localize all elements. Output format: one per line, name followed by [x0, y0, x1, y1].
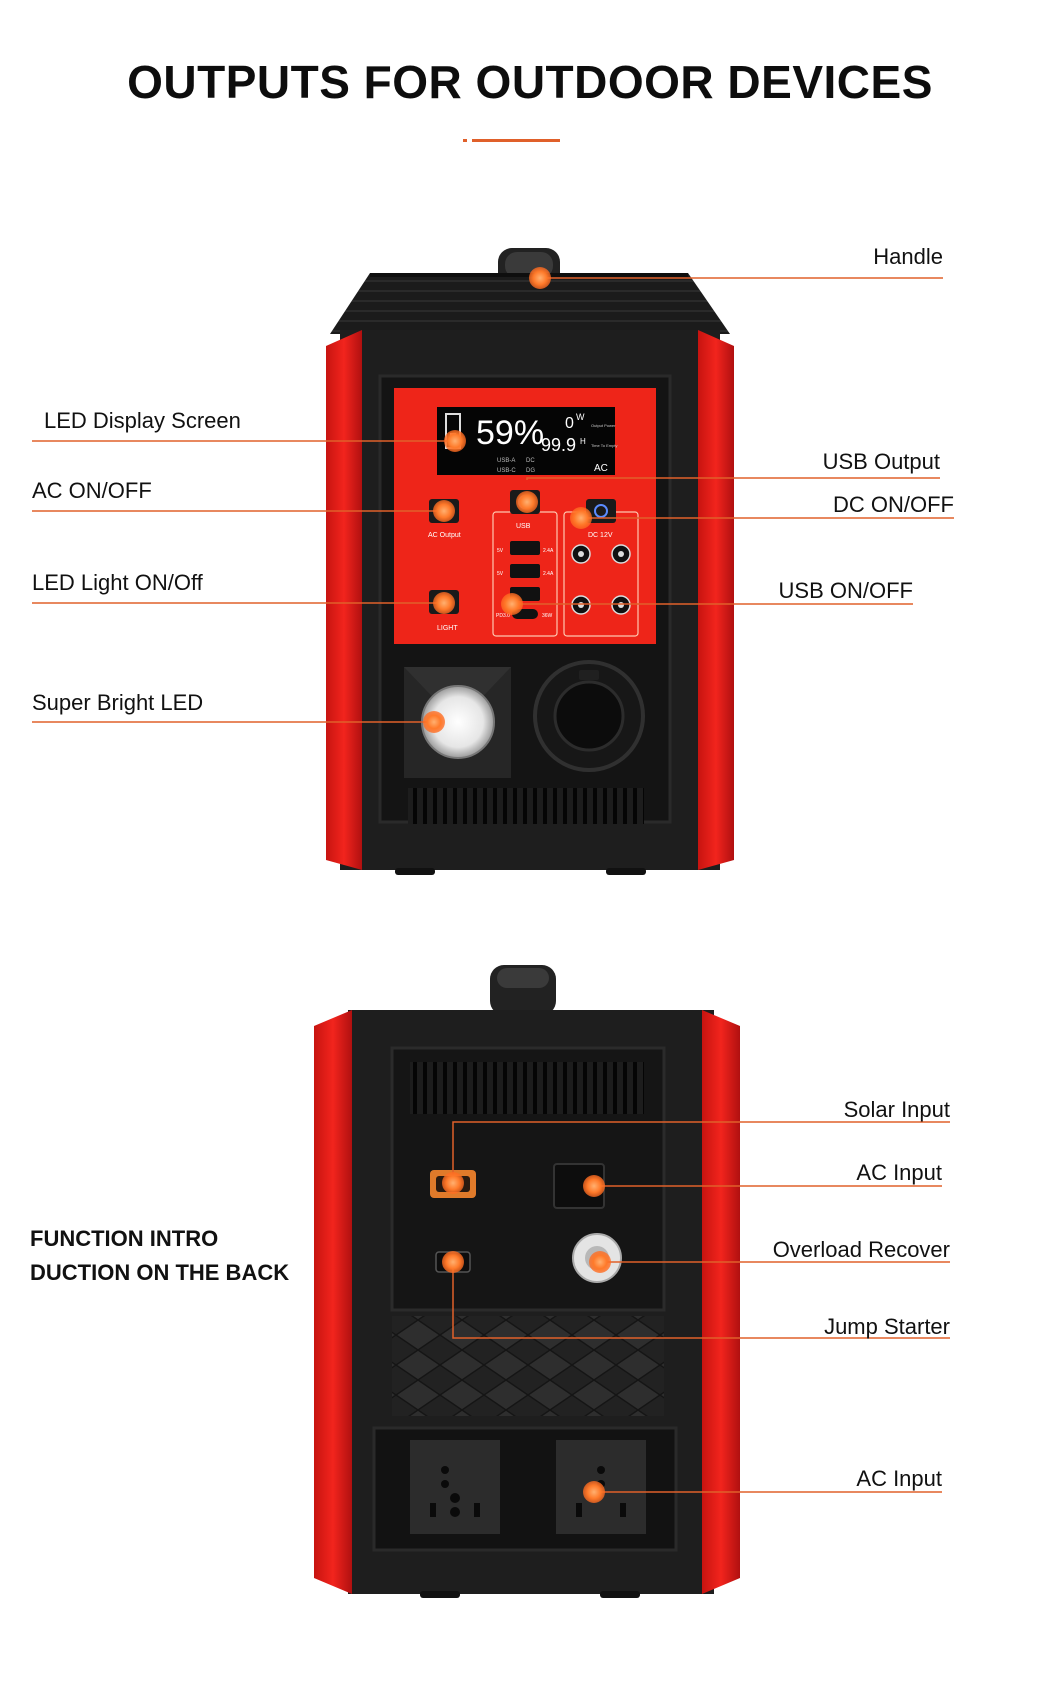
svg-text:0: 0 — [565, 415, 574, 432]
hotspot-dot-icon — [529, 267, 551, 289]
label-super-bright-led: Super Bright LED — [32, 690, 204, 715]
svg-text:W: W — [576, 412, 585, 422]
hotspot-dot-icon — [570, 507, 592, 529]
back-left-red-panel — [314, 1010, 352, 1594]
ac-outlet-1 — [410, 1440, 500, 1534]
back-intro-line-2: DUCTION ON THE BACK — [30, 1260, 290, 1285]
back-unit — [314, 965, 740, 1598]
hotspot-dot-icon — [501, 593, 523, 615]
label-dc-on-off: DC ON/OFF — [833, 492, 954, 517]
svg-text:99.9: 99.9 — [541, 435, 576, 455]
label-ac-on-off: AC ON/OFF — [32, 478, 152, 503]
back-vents — [410, 1062, 644, 1114]
front-unit: 59% 0 W 99.9 H Output Power Time To Empt… — [326, 248, 734, 875]
back-intro: FUNCTION INTRO DUCTION ON THE BACK — [30, 1222, 289, 1290]
svg-text:2.4A: 2.4A — [543, 571, 554, 577]
label-jump-starter: Jump Starter — [824, 1314, 950, 1339]
svg-text:LIGHT: LIGHT — [437, 625, 458, 632]
hotspot-dot-icon — [516, 491, 538, 513]
svg-text:H: H — [580, 437, 586, 446]
page-title: OUTPUTS FOR OUTDOOR DEVICES — [127, 56, 933, 108]
lcd-screen — [437, 407, 615, 475]
hotspot-dot-icon — [442, 1251, 464, 1273]
hotspot-dot-icon — [433, 500, 455, 522]
svg-text:AC: AC — [594, 463, 608, 474]
label-led-display-screen: LED Display Screen — [44, 408, 241, 433]
label-solar-input: Solar Input — [843, 1097, 950, 1122]
svg-text:USB: USB — [516, 523, 531, 530]
label-overload-recover: Overload Recover — [772, 1237, 950, 1262]
svg-text:Time To Empty: Time To Empty — [591, 443, 617, 448]
label-ac-input-top: AC Input — [856, 1160, 942, 1185]
label-ac-input-bottom: AC Input — [856, 1466, 942, 1491]
hotspot-dots — [423, 267, 611, 1503]
back-right-red-panel — [702, 1010, 740, 1594]
hotspot-dot-icon — [444, 430, 466, 452]
svg-text:PD3.0: PD3.0 — [496, 613, 510, 619]
svg-text:USB-A: USB-A — [497, 458, 515, 464]
svg-text:USB-C: USB-C — [497, 468, 516, 474]
hotspot-dot-icon — [589, 1251, 611, 1273]
label-handle: Handle — [873, 244, 943, 269]
hotspot-dot-icon — [433, 592, 455, 614]
svg-text:Output Power: Output Power — [591, 423, 616, 428]
svg-text:5V: 5V — [497, 571, 504, 577]
usb-port-1 — [510, 541, 540, 555]
svg-text:5V: 5V — [497, 548, 504, 554]
solar-input-line — [452, 1121, 950, 1183]
title-dot — [463, 139, 467, 142]
svg-text:36W: 36W — [542, 613, 553, 619]
hotspot-dot-icon — [423, 711, 445, 733]
jump-starter-line — [452, 1262, 950, 1339]
svg-text:DG: DG — [526, 468, 535, 474]
front-right-red-panel — [698, 330, 734, 870]
lcd-percent: 59% — [476, 414, 544, 452]
usb-output-line — [526, 477, 940, 480]
svg-text:DC: DC — [526, 458, 535, 464]
hotspot-dot-icon — [583, 1175, 605, 1197]
callout-lines — [32, 277, 954, 1493]
usb-port-2 — [510, 564, 540, 578]
label-usb-output: USB Output — [822, 449, 940, 474]
front-left-red-panel — [326, 330, 362, 870]
back-texture — [392, 1316, 664, 1416]
svg-text:DC 12V: DC 12V — [588, 532, 613, 539]
back-intro-line-1: FUNCTION INTRO — [30, 1226, 219, 1251]
dc-button — [586, 499, 616, 523]
svg-text:AC Output: AC Output — [428, 532, 461, 539]
svg-text:2.4A: 2.4A — [543, 548, 554, 554]
title-underline — [472, 139, 560, 142]
label-led-light-on-off: LED Light ON/Off — [32, 570, 203, 595]
front-vents — [408, 788, 644, 824]
label-usb-on-off: USB ON/OFF — [778, 578, 913, 603]
power-icon — [594, 504, 608, 518]
hotspot-dot-icon — [583, 1481, 605, 1503]
hotspot-dot-icon — [442, 1172, 464, 1194]
